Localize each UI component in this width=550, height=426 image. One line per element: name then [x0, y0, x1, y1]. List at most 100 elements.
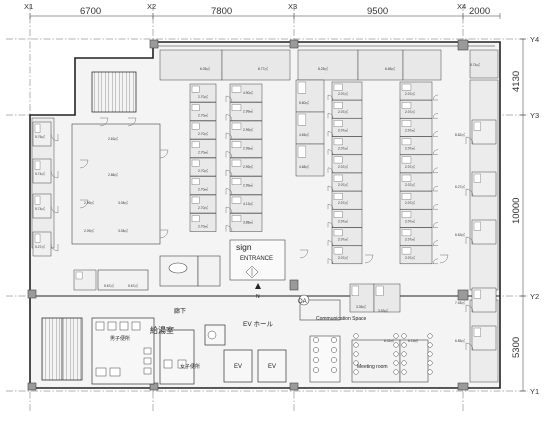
door-swing [432, 204, 439, 210]
chair [331, 347, 337, 353]
room-area-label: 2.70㎡ [198, 205, 208, 210]
grid-label-y4: Y4 [530, 35, 539, 44]
door-swing [299, 249, 309, 259]
chair [393, 333, 399, 339]
door-swing [225, 95, 233, 103]
chair [353, 360, 359, 366]
room-area-label: 3.53㎡ [378, 308, 388, 313]
communication-space-label: Communication Space [316, 316, 367, 322]
chair [401, 369, 407, 375]
dimension-6700: 6700 [80, 6, 101, 17]
desk [401, 192, 412, 200]
room-area-label: 3.08㎡ [118, 200, 128, 205]
door-swing [432, 222, 439, 228]
desk [333, 174, 343, 182]
room-area-label: 2.70㎡ [198, 94, 208, 99]
desk [75, 271, 83, 280]
chair [401, 351, 407, 357]
room-area-label: 8.25㎡ [318, 66, 328, 71]
desk [231, 104, 242, 112]
room-area-label: 2.07㎡ [405, 182, 415, 187]
oa-label: OA [298, 299, 307, 305]
chair [353, 342, 359, 348]
desk [401, 120, 412, 127]
door-swing [432, 131, 439, 137]
door-swing [465, 188, 474, 197]
womens-toilet-label: 女子便所 [180, 363, 200, 370]
door-swing [79, 199, 89, 209]
door-swing [327, 240, 334, 246]
chair [331, 337, 337, 343]
room-area-label: 2.07㎡ [338, 200, 348, 205]
room-area-label: 2.07㎡ [405, 146, 415, 151]
chair [427, 342, 433, 348]
structural-columns [27, 39, 469, 391]
desk [231, 141, 242, 149]
door-swing [364, 254, 374, 264]
grid-label-y2: Y2 [530, 292, 539, 301]
room-area-label: 2.99㎡ [243, 164, 253, 169]
door-swing [327, 131, 334, 137]
door-swing [159, 149, 169, 159]
desk [333, 211, 343, 218]
desk [34, 195, 41, 205]
room-area-label: 5.67㎡ [128, 283, 138, 288]
door-swing [99, 117, 109, 127]
room-area-label: 2.07㎡ [405, 237, 415, 242]
room-area-label: 2.99㎡ [84, 200, 94, 205]
meeting-chairs [313, 333, 433, 375]
door-swing [432, 167, 439, 173]
entrance-label: ENTRANCE [240, 256, 273, 262]
room-area-label: 2.70㎡ [198, 150, 208, 155]
door-swing [50, 170, 59, 179]
desk [351, 285, 359, 297]
chair [401, 360, 407, 366]
chair [313, 367, 319, 373]
room-area-label: 2.99㎡ [243, 109, 253, 114]
room-area-label: 2.99㎡ [243, 127, 253, 132]
desk [401, 229, 412, 237]
room-area-label: 5.76㎡ [35, 134, 45, 139]
desk [333, 83, 343, 91]
door-swing [327, 149, 334, 155]
room-area-label: 2.70㎡ [198, 168, 208, 173]
office-cell [373, 283, 401, 313]
door-swing [50, 205, 59, 214]
north-arrow [255, 283, 261, 289]
room-area-label: 2.07㎡ [405, 200, 415, 205]
room-area-label: 6.05㎡ [200, 66, 210, 71]
ev-hall-label: EV ホール [243, 320, 273, 328]
room-area-label: 8.77㎡ [258, 66, 268, 71]
door-swing [225, 225, 233, 232]
desk [34, 233, 41, 243]
desk [401, 247, 412, 255]
door-swing [432, 185, 439, 192]
door-swing [432, 240, 439, 246]
room-area-label: 6.15㎡ [408, 338, 418, 343]
desk [231, 85, 242, 93]
chair [393, 351, 399, 357]
sign-label: sign [236, 242, 252, 252]
desk [473, 173, 481, 183]
desk [473, 121, 481, 131]
room-area-label: 2.63㎡ [108, 136, 118, 141]
desk [333, 192, 343, 200]
room-area-label: 2.07㎡ [338, 218, 348, 223]
desk [231, 159, 242, 167]
chair [401, 342, 407, 348]
door-swing [432, 94, 439, 101]
door-swing [327, 222, 334, 228]
grid-label-x1: X1 [24, 2, 33, 11]
desk [473, 327, 481, 337]
left-office-block [71, 123, 161, 245]
room-area-label: 4.65㎡ [299, 132, 309, 137]
desk [333, 101, 343, 109]
room-area-label: 5.27㎡ [35, 244, 45, 249]
door-swing [439, 254, 449, 264]
chair [427, 369, 433, 375]
door-swings [50, 94, 474, 351]
room-area-label: 2.07㎡ [405, 218, 415, 223]
door-swing [327, 185, 334, 192]
room-area-label: 4.90㎡ [243, 90, 253, 95]
